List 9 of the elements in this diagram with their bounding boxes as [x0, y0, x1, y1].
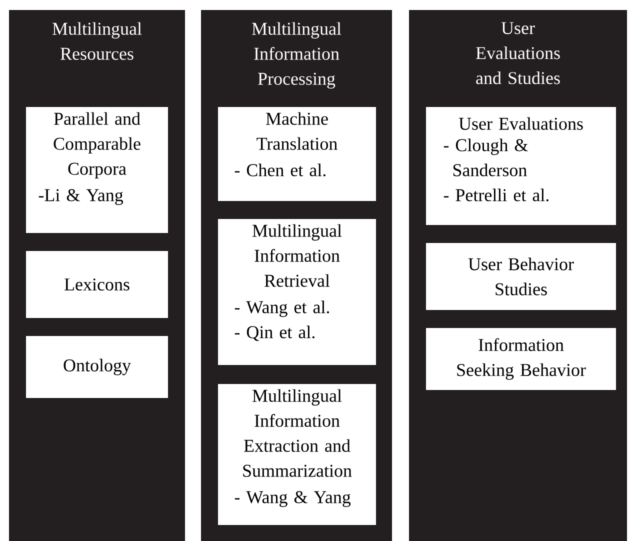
topic-box: User Evaluations - Clough & Sanderson - Petrelli et al.: [426, 107, 616, 225]
topic-box: Machine Translation - Chen et al.: [218, 107, 376, 201]
topic-box: Multilingual Information Retrieval - Wang et al. - Qin et al.: [218, 219, 376, 365]
topic-box: Ontology: [26, 336, 168, 398]
topic-box: User Behavior Studies: [426, 243, 616, 310]
topic-box: Lexicons: [26, 251, 168, 318]
topic-box: Parallel and Comparable Corpora -Li & Yang: [26, 107, 168, 233]
topic-box: Multilingual Information Extraction and Summarization - Wang & Yang: [218, 384, 376, 525]
topic-box: Information Seeking Behavior: [426, 328, 616, 390]
